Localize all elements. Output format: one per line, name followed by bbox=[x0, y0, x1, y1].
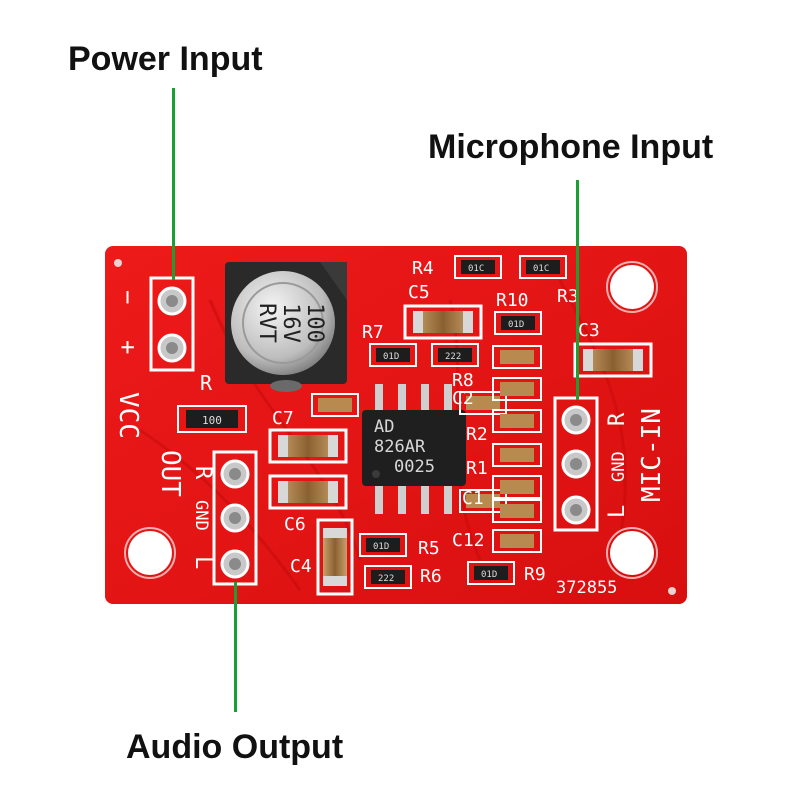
smd-column-bodies bbox=[500, 350, 534, 548]
silk-c5: C5 bbox=[408, 282, 430, 303]
silk-r10: R10 bbox=[496, 290, 529, 311]
resistor-r5-code: 01D bbox=[373, 542, 389, 552]
power-leader-line bbox=[172, 88, 175, 280]
electrolytic-capacitor: 100 16V RVT bbox=[225, 262, 347, 392]
silk-r9: R9 bbox=[524, 564, 546, 585]
silk-r1: R1 bbox=[466, 458, 488, 479]
silk-r6: R6 bbox=[420, 566, 442, 587]
chip-line2: 826AR bbox=[374, 437, 426, 457]
resistor-r4-code: 01C bbox=[468, 264, 484, 274]
smd-column bbox=[492, 345, 542, 553]
silk-gnd-in: GND bbox=[609, 451, 629, 482]
microphone-input-label: Microphone Input bbox=[428, 128, 714, 166]
silk-r4: R4 bbox=[412, 258, 434, 279]
silk-r5: R5 bbox=[418, 538, 440, 559]
silk-r-label: R bbox=[200, 371, 213, 395]
resistor-r10-code: 01D bbox=[508, 320, 524, 330]
silk-serial: 372855 bbox=[556, 578, 617, 598]
silk-r7: R7 bbox=[362, 322, 384, 343]
silk-l-in: L bbox=[605, 505, 630, 518]
mic-leader-line bbox=[576, 180, 579, 400]
silk-minus: − bbox=[114, 290, 142, 304]
audio-output-label: Audio Output bbox=[126, 728, 344, 766]
silk-r-in: R bbox=[605, 412, 630, 426]
silk-c12: C12 bbox=[452, 530, 485, 551]
silk-c1: C1 bbox=[462, 488, 484, 509]
ic-chip: AD 826AR 0025 bbox=[362, 384, 466, 514]
silk-c6: C6 bbox=[284, 514, 306, 535]
silk-out: OUT bbox=[155, 450, 185, 497]
power-input-label: Power Input bbox=[68, 40, 263, 78]
capacitor-line3: RVT bbox=[254, 303, 279, 343]
capacitor-line1: 100 bbox=[302, 303, 327, 343]
silk-plus: + bbox=[114, 340, 142, 354]
silk-c4: C4 bbox=[290, 556, 312, 577]
chip-line1: AD bbox=[374, 417, 394, 437]
silk-r3: R3 bbox=[557, 286, 579, 307]
capacitor-line2: 16V bbox=[278, 303, 303, 343]
mounting-holes bbox=[114, 259, 676, 595]
chip-line3: 0025 bbox=[394, 457, 435, 477]
silk-l-out: L bbox=[190, 556, 215, 569]
resistor-r8-code: 222 bbox=[445, 352, 461, 362]
silk-gnd-out: GND bbox=[191, 500, 211, 531]
silk-mic-in: MIC-IN bbox=[637, 408, 667, 502]
resistor-r-code: 100 bbox=[202, 414, 222, 427]
silk-r-out: R bbox=[190, 466, 215, 480]
audio-output-header bbox=[212, 450, 258, 586]
resistor-r6-code: 222 bbox=[378, 574, 394, 584]
resistor-r7-code: 01D bbox=[383, 352, 399, 362]
resistor-r3-code: 01C bbox=[533, 264, 549, 274]
silk-vcc: VCC bbox=[113, 392, 143, 439]
silk-c2: C2 bbox=[452, 388, 474, 409]
power-header bbox=[149, 276, 195, 372]
resistor-r9-code: 01D bbox=[481, 570, 497, 580]
silk-r8: R8 bbox=[452, 370, 474, 391]
silk-c3: C3 bbox=[578, 320, 600, 341]
silk-r2: R2 bbox=[466, 424, 488, 445]
smd-resistors: 100 01D 222 01C 01C 01D 01D 222 01D bbox=[177, 255, 567, 589]
silk-c7: C7 bbox=[272, 408, 294, 429]
audio-leader-line bbox=[234, 582, 237, 712]
silkscreen: − + VCC OUT R GND L R MIC-IN R GND L 372… bbox=[113, 258, 667, 598]
smd-capacitors bbox=[268, 304, 653, 596]
